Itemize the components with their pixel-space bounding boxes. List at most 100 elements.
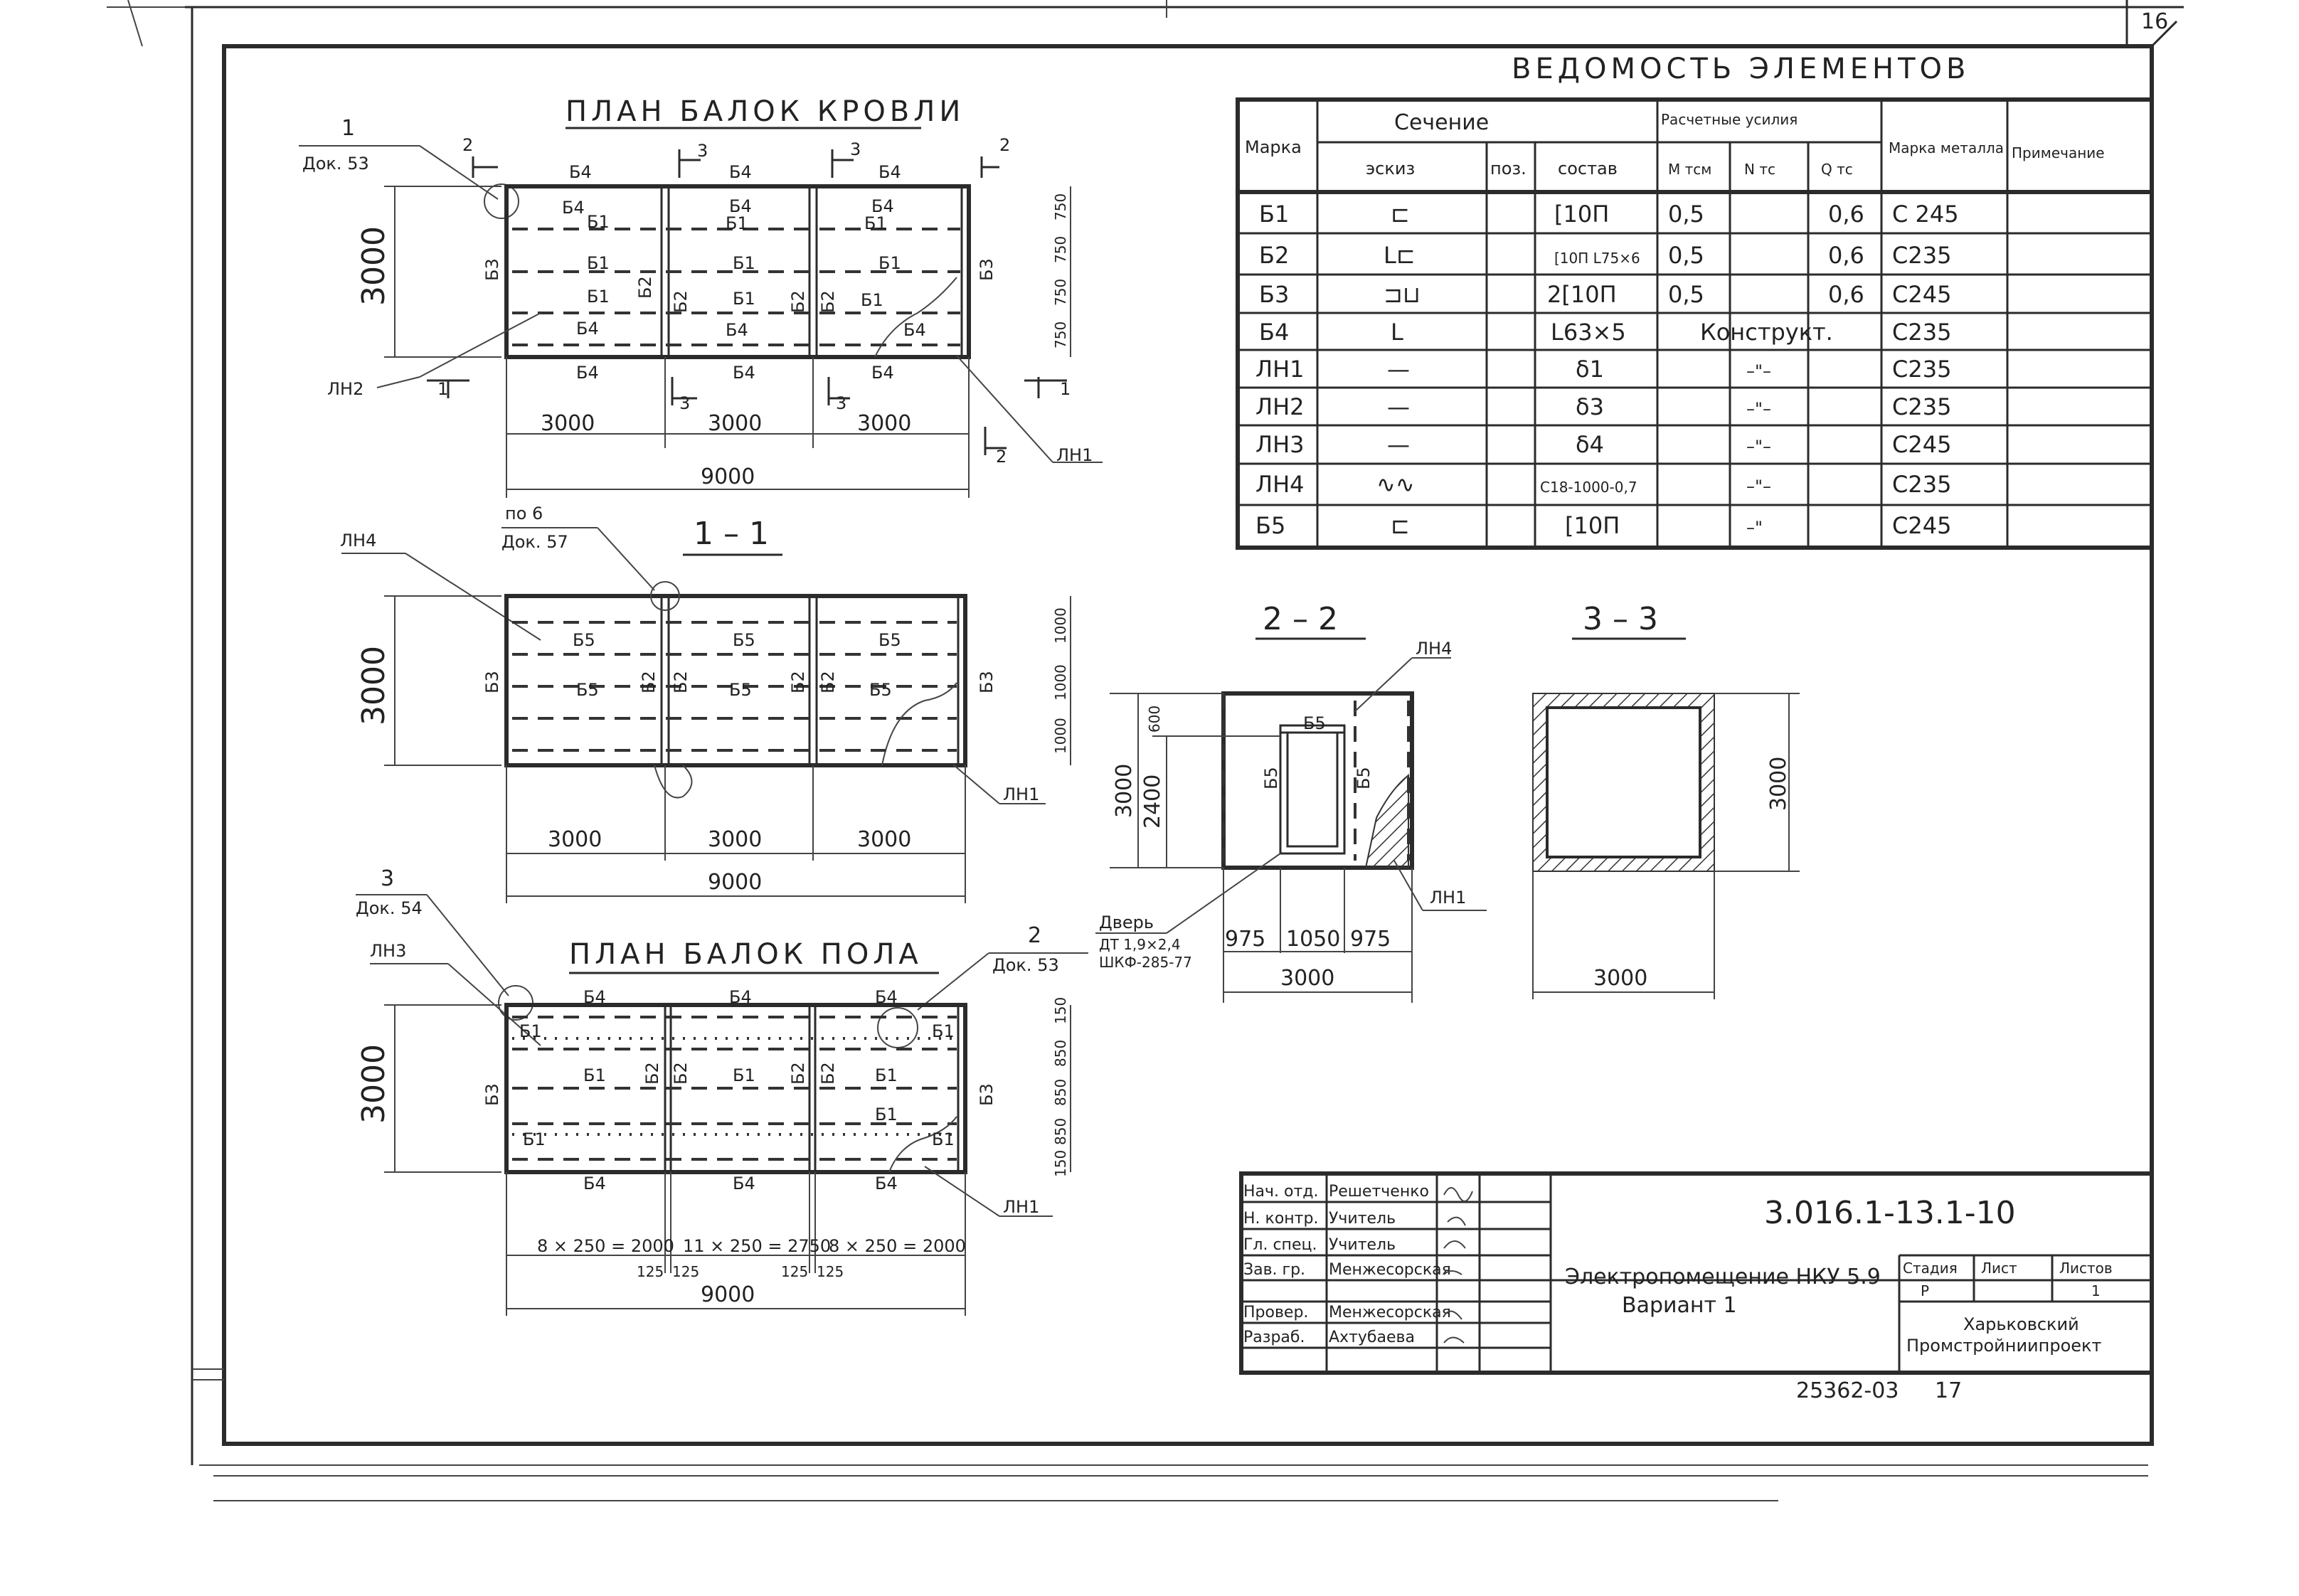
svg-text:3000: 3000 — [1280, 966, 1334, 991]
svg-text:3000: 3000 — [708, 411, 762, 436]
hdr-m: M тсм — [1668, 161, 1711, 178]
svg-text:Листов: Листов — [2059, 1260, 2113, 1277]
hdr-q: Q тс — [1821, 161, 1853, 178]
svg-text:С245: С245 — [1892, 512, 1951, 539]
svg-text:С245: С245 — [1892, 431, 1951, 458]
hdr-metal: Марка металла — [1889, 139, 2004, 156]
schedule-title: ВЕДОМОСТЬ ЭЛЕМЕНТОВ — [1512, 53, 1970, 85]
svg-text:150: 150 — [1052, 1150, 1069, 1177]
svg-text:1050: 1050 — [1286, 927, 1340, 952]
lh3-label: ЛН3 — [370, 941, 406, 961]
svg-text:Б4: Б4 — [1259, 319, 1289, 346]
svg-text:—: — — [1387, 393, 1410, 420]
svg-text:ЛН1: ЛН1 — [1003, 1197, 1039, 1217]
svg-text:Дверь: Дверь — [1099, 913, 1154, 932]
svg-text:750: 750 — [1052, 279, 1069, 306]
svg-text:Б2: Б2 — [639, 671, 659, 693]
svg-text:Б4: Б4 — [875, 987, 898, 1007]
svg-text:8 × 250 = 2000: 8 × 250 = 2000 — [537, 1236, 674, 1256]
svg-text:Б4: Б4 — [871, 363, 894, 383]
svg-text:[10П L75×6: [10П L75×6 — [1554, 250, 1640, 267]
svg-text:Б2: Б2 — [671, 290, 691, 313]
svg-text:3000: 3000 — [708, 827, 762, 852]
svg-text:125: 125 — [781, 1263, 808, 1280]
hdr-section: Сечение — [1394, 110, 1489, 135]
svg-text:3000: 3000 — [548, 827, 602, 852]
svg-text:Б2: Б2 — [635, 276, 655, 299]
svg-text:1000: 1000 — [1052, 718, 1069, 754]
svg-text:3000: 3000 — [1112, 764, 1137, 818]
svg-text:Б4: Б4 — [903, 320, 926, 340]
svg-text:—: — — [1387, 356, 1410, 383]
svg-text:Б3: Б3 — [482, 1083, 502, 1106]
svg-text:3000: 3000 — [857, 827, 911, 852]
svg-text:3000: 3000 — [356, 646, 392, 725]
svg-text:Б3: Б3 — [977, 258, 997, 281]
svg-text:[10П: [10П — [1565, 512, 1620, 539]
svg-text:Учитель: Учитель — [1329, 1210, 1396, 1228]
svg-text:Б4: Б4 — [583, 987, 606, 1007]
svg-text:9000: 9000 — [701, 464, 755, 489]
svg-text:Нач. отд.: Нач. отд. — [1243, 1183, 1319, 1201]
svg-text:975: 975 — [1225, 927, 1265, 952]
svg-text:Ахтубаева: Ахтубаева — [1329, 1329, 1415, 1346]
svg-text:Б4: Б4 — [583, 1174, 606, 1193]
svg-text:1000: 1000 — [1052, 664, 1069, 701]
svg-text:Б5: Б5 — [878, 630, 901, 650]
svg-text:ДТ 1,9×2,4: ДТ 1,9×2,4 — [1099, 936, 1181, 953]
lh4-label: ЛН4 — [340, 531, 376, 550]
svg-text:⊏: ⊏ — [1391, 201, 1410, 228]
section-2-2: 2 – 2 Б5 Б5 Б5 ЛН4 ЛН1 3000 2400 600 975… — [1095, 601, 1487, 1003]
svg-text:1: 1 — [1060, 379, 1071, 399]
svg-text:С245: С245 — [1892, 281, 1951, 308]
svg-text:2[10П: 2[10П — [1547, 281, 1617, 308]
svg-text:Б3: Б3 — [482, 258, 502, 281]
svg-text:Гл. спец.: Гл. спец. — [1243, 1236, 1317, 1254]
svg-text:Б4: Б4 — [871, 196, 894, 216]
table-row: ЛН4 ∿∿ С18-1000-0,7 –"– С235 — [1255, 471, 1951, 498]
svg-text:ЛН2: ЛН2 — [1255, 393, 1304, 420]
svg-text:–"–: –"– — [1746, 361, 1771, 381]
svg-text:ЛН4: ЛН4 — [1416, 639, 1452, 659]
svg-text:Б1: Б1 — [932, 1129, 955, 1149]
svg-text:0,6: 0,6 — [1828, 201, 1864, 228]
title-organization: Харьковский — [1963, 1314, 2079, 1334]
svg-text:2: 2 — [996, 447, 1007, 467]
title-doc-code: 3.016.1-13.1-10 — [1764, 1195, 2016, 1231]
svg-text:–"–: –"– — [1746, 399, 1771, 419]
section-2-2-title: 2 – 2 — [1263, 601, 1338, 637]
svg-text:Б5: Б5 — [733, 630, 755, 650]
svg-text:600: 600 — [1146, 706, 1163, 733]
svg-text:9000: 9000 — [701, 1282, 755, 1307]
svg-text:Б5: Б5 — [869, 680, 892, 700]
floor-plan-title: ПЛАН БАЛОК ПОЛА — [569, 938, 923, 971]
lh2-label: ЛН2 — [327, 379, 363, 399]
title-description: Электропомещение НКУ 5.9 — [1565, 1265, 1881, 1289]
svg-text:–": –" — [1746, 518, 1763, 538]
svg-text:Р: Р — [1921, 1282, 1929, 1299]
svg-text:Менжесорская: Менжесорская — [1329, 1304, 1451, 1321]
svg-text:Б1: Б1 — [861, 290, 883, 310]
hdr-mark: Марка — [1245, 137, 1302, 157]
svg-text:975: 975 — [1350, 927, 1391, 952]
svg-text:Б4: Б4 — [733, 1174, 755, 1193]
svg-text:Б3: Б3 — [977, 1083, 997, 1106]
svg-text:Лист: Лист — [1981, 1260, 2017, 1277]
svg-text:Б4: Б4 — [576, 319, 599, 339]
svg-text:ШКФ-285-77: ШКФ-285-77 — [1099, 954, 1192, 971]
roof-beam-plan: ПЛАН БАЛОК КРОВЛИ 1 Док. 53 Б4 Б4 Б4 Б4 … — [299, 95, 1103, 498]
svg-text:[10П: [10П — [1554, 201, 1609, 228]
svg-text:Б4: Б4 — [729, 162, 752, 182]
svg-text:Б2: Б2 — [818, 290, 838, 313]
svg-text:Б1: Б1 — [875, 1065, 898, 1085]
roof-cut-marks: 2 3 3 2 1 3 3 2 1 — [427, 135, 1071, 467]
svg-text:Б1: Б1 — [932, 1021, 955, 1041]
svg-text:–"–: –"– — [1746, 477, 1771, 496]
svg-text:Б1: Б1 — [733, 253, 755, 273]
roof-dim-side: 3000 — [356, 226, 392, 306]
section-1-1-labels: Б5 Б5 Б5 Б5 Б5 Б5 Б3 Б2 Б2 Б2 Б2 Б3 — [482, 630, 997, 700]
svg-text:Б4: Б4 — [729, 196, 752, 216]
element-schedule: ВЕДОМОСТЬ ЭЛЕМЕНТОВ Марка Сечение Расчет… — [1236, 53, 2154, 550]
svg-text:Б1: Б1 — [587, 212, 610, 232]
